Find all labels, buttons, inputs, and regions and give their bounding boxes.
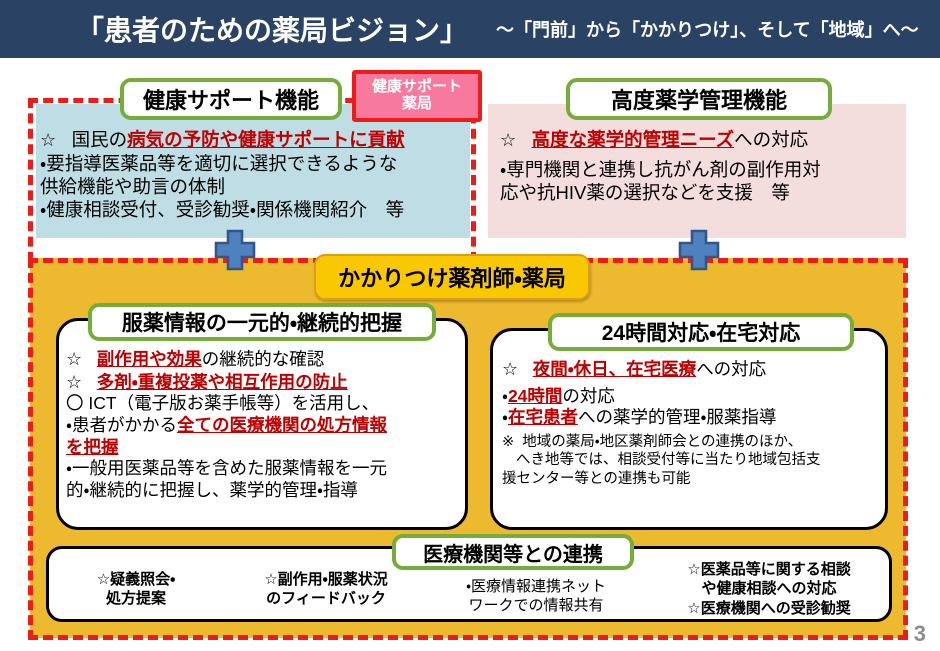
- advanced-bullet-1: ・専門機関と連携し抗がん剤の副作用対: [500, 158, 821, 180]
- medinfo-line3: ICT（電子版お薬手帳等）を活用し、: [88, 393, 380, 414]
- star-icon: ☆: [502, 359, 519, 379]
- cooperation-title-label: 医療機関等との連携: [423, 543, 603, 566]
- circle-icon: 〇: [66, 393, 84, 414]
- h24-note: ※ 地域の薬局・地区薬剤師会との連携のほか、 へき地等では、相談受付等に当たり地…: [502, 433, 884, 488]
- star-icon: ☆: [66, 371, 83, 392]
- medinfo-line4-highlight: 全ての医療機関の処方情報: [176, 415, 387, 436]
- h24-note-line-2: へき地等では、相談受付等に当たり地域包括支: [516, 452, 821, 469]
- h24-line-2: ・24時間の対応: [502, 385, 615, 406]
- health-support-panel-text: ☆ 国民の病気の予防や健康サポートに貢献 ・要指導医薬品等を適切に選択できるよう…: [40, 128, 472, 222]
- cooperation-column-1: ☆疑義照会・ 処方提案: [46, 570, 226, 609]
- coop-col4-line3: ☆医療機関への受診勧奨: [687, 599, 851, 617]
- h24-star-line: ☆ 夜間・休日、在宅医療への対応: [502, 358, 884, 381]
- page-subtitle: ～「門前」から「かかりつけ」、そして「地域」へ～: [496, 20, 919, 40]
- medinfo-star-line-1: ☆ 副作用や効果の継続的な確認: [66, 348, 466, 371]
- h24-line2-suffix: の対応: [562, 385, 615, 406]
- health-support-panel: [36, 104, 470, 238]
- health-support-star-highlight: 病気の予防や健康サポートに貢献: [127, 129, 405, 150]
- plus-icon: [214, 229, 256, 271]
- advanced-star-highlight: 高度な薬学的管理ニーズ: [531, 129, 735, 150]
- advanced-pharmacy-title-capsule: 高度薬学管理機能: [566, 78, 832, 120]
- health-support-star-prefix: 国民の: [71, 129, 128, 150]
- twentyfour-hour-title-label: 24時間対応・在宅対応: [601, 322, 801, 345]
- medication-info-body: ☆ 副作用や効果の継続的な確認 ☆ 多剤・重複投薬や相互作用の防止 〇 ICT（…: [66, 348, 466, 502]
- coop-col4-line2: や健康相談への対応: [701, 580, 837, 598]
- note-symbol-icon: ※: [502, 434, 515, 451]
- cooperation-column-2: ☆副作用・服薬状況 のフィードバック: [226, 570, 426, 609]
- h24-note-line-3: 援センター等との連携も可能: [502, 470, 691, 487]
- h24-line2-highlight: 24時間: [507, 385, 563, 406]
- twentyfour-hour-title-capsule: 24時間対応・在宅対応: [548, 313, 854, 351]
- advanced-pharmacy-panel-text: ☆ 高度な薬学的管理ニーズへの対応 ・専門機関と連携し抗がん剤の副作用対 応や抗…: [500, 128, 904, 204]
- cooperation-column-4: ☆医薬品等に関する相談 や健康相談への対応 ☆医療機関への受診勧奨: [646, 560, 892, 619]
- cooperation-column-3: ・医療情報連携ネット ワークでの情報共有: [426, 563, 646, 616]
- health-support-title-label: 健康サポート機能: [142, 88, 319, 113]
- star-icon: ☆: [40, 130, 57, 150]
- h24-note-text-1: 地域の薬局・地区薬剤師会との連携のほか、: [522, 434, 803, 451]
- h24-line1-suffix: への対応: [696, 359, 767, 379]
- star-icon: ☆: [66, 349, 83, 369]
- health-support-star-line: ☆ 国民の病気の予防や健康サポートに貢献: [40, 128, 472, 152]
- advanced-pharmacy-title-label: 高度薬学管理機能: [610, 88, 787, 113]
- health-support-bullet-1: ・要指導医薬品等を適切に選択できるような: [40, 152, 398, 174]
- medinfo-line1-suffix: の継続的な確認: [201, 349, 325, 369]
- cooperation-columns: ☆疑義照会・ 処方提案 ☆副作用・服薬状況 のフィードバック ・医療情報連携ネッ…: [46, 558, 892, 620]
- h24-line1-highlight: 夜間・休日、在宅医療: [532, 359, 697, 379]
- health-support-bullet-3: ・健康相談受付、受診勧奨・関係機関紹介 等: [40, 199, 405, 221]
- medinfo-line1-highlight: 副作用や効果: [96, 349, 202, 369]
- coop-col2-line1: ☆副作用・服薬状況: [264, 570, 388, 588]
- twentyfour-hour-body: ☆ 夜間・休日、在宅医療への対応 ・24時間の対応 ・在宅患者への薬学的管理・服…: [502, 358, 884, 488]
- plus-icon: [678, 229, 720, 271]
- medinfo-line-4: ・患者がかかる全ての医療機関の処方情報: [66, 415, 466, 437]
- health-support-bullet-2: 供給機能や助言の体制: [40, 175, 226, 197]
- medinfo-line5-highlight: を把握: [66, 436, 119, 457]
- star-icon: ☆: [500, 130, 517, 150]
- coop-col3-line1: ・医療情報連携ネット: [465, 577, 607, 595]
- medication-info-title-label: 服薬情報の一元的・継続的把握: [121, 312, 403, 335]
- h24-line-3: ・在宅患者への薬学的管理・服薬指導: [502, 407, 777, 428]
- medinfo-line4-prefix: ・患者がかかる: [66, 415, 177, 436]
- coop-col3-line2: ワークでの情報共有: [468, 597, 604, 614]
- badge-line-2: 薬局: [401, 95, 432, 112]
- coop-col1-line1: ☆疑義照会・: [96, 570, 176, 588]
- medinfo-line2-highlight: 多剤・重複投薬や相互作用の防止: [96, 371, 348, 392]
- medinfo-star-line-2: ☆ 多剤・重複投薬や相互作用の防止: [66, 371, 466, 394]
- coop-col4-line1: ☆医薬品等に関する相談: [687, 560, 851, 578]
- medication-info-box: [56, 318, 468, 530]
- health-support-pharmacy-badge: 健康サポート 薬局: [352, 70, 482, 122]
- medinfo-line-5: を把握: [66, 437, 466, 459]
- h24-line3-highlight: 在宅患者: [507, 407, 578, 428]
- coop-col2-line2: のフィードバック: [266, 590, 386, 607]
- advanced-star-suffix: への対応: [734, 129, 809, 150]
- advanced-bullet-2: 応や抗HIV薬の選択などを支援 等: [500, 181, 790, 203]
- twentyfour-hour-box: [490, 328, 888, 530]
- medinfo-line-6: ・一般用医薬品等を含めた服薬情報を一元: [66, 458, 387, 479]
- advanced-star-line: ☆ 高度な薬学的管理ニーズへの対応: [500, 128, 904, 152]
- coop-col1-line2: 処方提案: [105, 590, 166, 607]
- medinfo-line-7: 的・継続的に把握し、薬学的管理・指導: [66, 480, 358, 501]
- h24-line3-suffix: への薬学的管理・服薬指導: [577, 407, 777, 428]
- kakaritsuke-title-capsule: かかりつけ薬剤師・薬局: [314, 254, 590, 300]
- slide-header: 「患者のための薬局ビジョン」 ～「門前」から「かかりつけ」、そして「地域」へ～: [0, 0, 940, 58]
- page-title: 「患者のための薬局ビジョン」: [76, 15, 469, 46]
- slide-number: 3: [913, 621, 926, 646]
- kakaritsuke-title-label: かかりつけ薬剤師・薬局: [338, 266, 566, 291]
- cooperation-title-capsule: 医療機関等との連携: [392, 534, 634, 570]
- medication-info-title-capsule: 服薬情報の一元的・継続的把握: [88, 303, 436, 341]
- h24-note-line-1: ※ 地域の薬局・地区薬剤師会との連携のほか、: [502, 433, 884, 451]
- advanced-pharmacy-panel: [488, 104, 906, 238]
- badge-line-1: 健康サポート: [371, 78, 462, 96]
- medinfo-circle-line: 〇 ICT（電子版お薬手帳等）を活用し、: [66, 393, 466, 415]
- health-support-title-capsule: 健康サポート機能: [120, 78, 342, 120]
